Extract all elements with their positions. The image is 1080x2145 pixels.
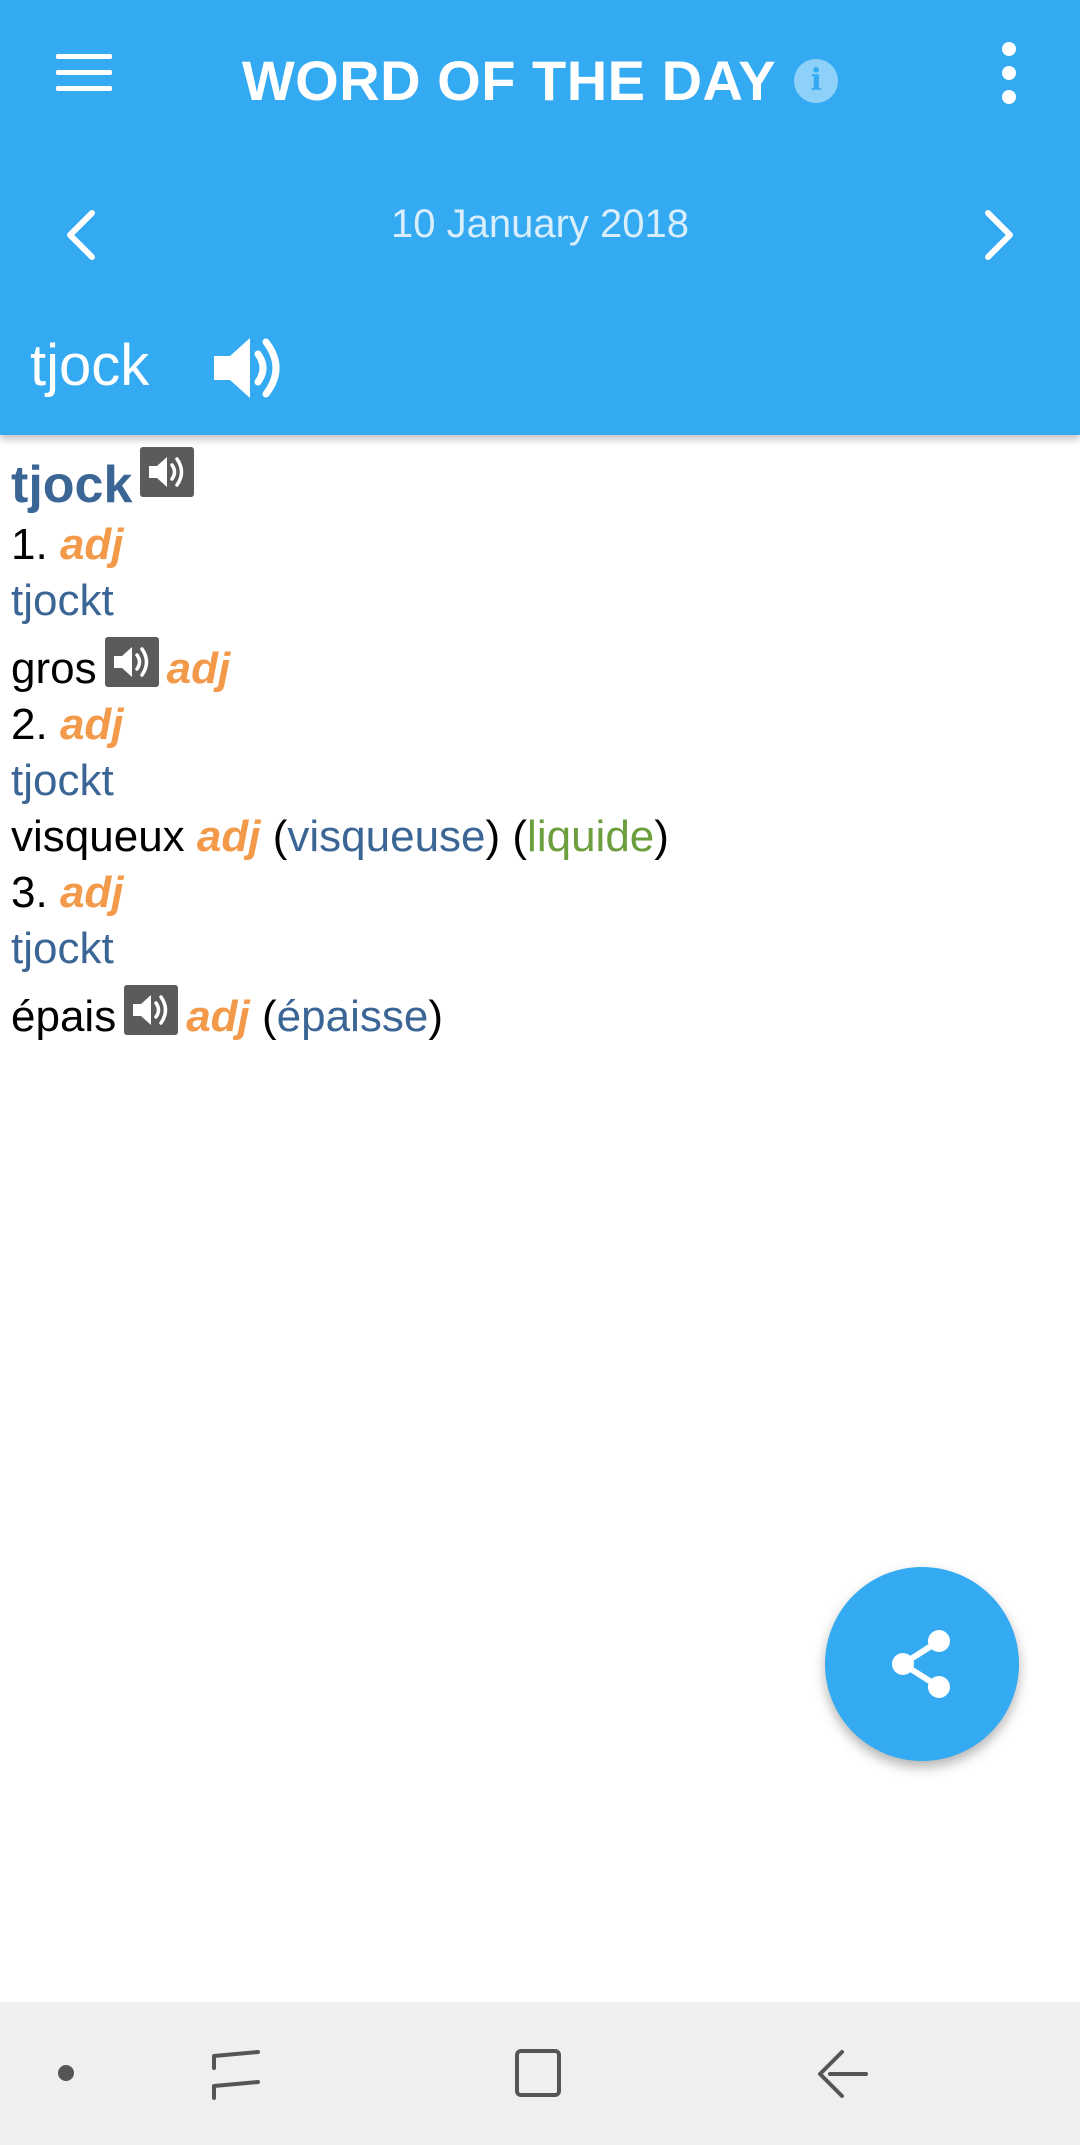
nav-dot-icon[interactable] bbox=[58, 2065, 74, 2081]
part-of-speech: adj bbox=[59, 700, 124, 749]
translation: visqueux bbox=[11, 812, 185, 861]
word-of-day: tjock bbox=[30, 333, 150, 398]
word-banner: tjock bbox=[0, 320, 1080, 420]
home-icon[interactable] bbox=[512, 2046, 566, 2107]
translation-pos: adj bbox=[186, 992, 250, 1041]
translation: épais bbox=[11, 992, 117, 1041]
sense-number-row: 3. adj bbox=[11, 865, 1080, 921]
chevron-left-icon[interactable] bbox=[42, 195, 122, 275]
sense-number: 3. bbox=[11, 868, 48, 917]
title-row: WORD OF THE DAY i bbox=[0, 48, 1080, 113]
share-button[interactable] bbox=[825, 1567, 1019, 1761]
translation-pos: adj bbox=[196, 812, 261, 861]
speaker-icon[interactable] bbox=[208, 330, 288, 406]
translation-row: gros adj bbox=[11, 637, 1080, 697]
sense-number: 2. bbox=[11, 700, 48, 749]
headword: tjock bbox=[11, 456, 133, 514]
translation-pos: adj bbox=[166, 644, 231, 693]
page-title: WORD OF THE DAY bbox=[241, 49, 777, 112]
app-header: WORD OF THE DAY i 10 January 2018 tjock bbox=[0, 0, 1080, 435]
sense-number-row: 1. adj bbox=[11, 517, 1080, 573]
headword-row: tjock bbox=[11, 447, 1080, 517]
info-icon[interactable]: i bbox=[794, 58, 839, 103]
sense-number: 1. bbox=[11, 520, 48, 569]
inflection: tjockt bbox=[11, 924, 114, 973]
inflection: tjockt bbox=[11, 576, 114, 625]
speaker-icon[interactable] bbox=[140, 447, 195, 497]
share-icon bbox=[892, 1630, 950, 1698]
recents-icon[interactable] bbox=[210, 2048, 264, 2109]
entry-content: tjock 1. adj tjockt gros adj 2. adj tjock… bbox=[0, 445, 1080, 1045]
usage-context: liquide bbox=[527, 812, 655, 861]
toolbar: WORD OF THE DAY i bbox=[0, 0, 1080, 165]
feminine-form: épaisse bbox=[276, 992, 429, 1041]
speaker-icon[interactable] bbox=[124, 985, 179, 1035]
back-icon[interactable] bbox=[814, 2046, 874, 2107]
translation: gros bbox=[11, 644, 97, 693]
date-label: 10 January 2018 bbox=[390, 202, 689, 246]
system-nav-bar bbox=[0, 2002, 1080, 2145]
chevron-right-icon[interactable] bbox=[958, 195, 1038, 275]
translation-row: visqueux adj (visqueuse) (liquide) bbox=[11, 812, 669, 861]
part-of-speech: adj bbox=[59, 520, 124, 569]
more-vert-icon[interactable] bbox=[990, 38, 1030, 108]
speaker-icon[interactable] bbox=[104, 637, 159, 687]
date-navigator: 10 January 2018 bbox=[0, 180, 1080, 280]
feminine-form: visqueuse bbox=[287, 812, 486, 861]
inflection: tjockt bbox=[11, 756, 114, 805]
sense-number-row: 2. adj bbox=[11, 697, 1080, 753]
hamburger-menu-icon[interactable] bbox=[40, 40, 130, 110]
part-of-speech: adj bbox=[59, 868, 124, 917]
